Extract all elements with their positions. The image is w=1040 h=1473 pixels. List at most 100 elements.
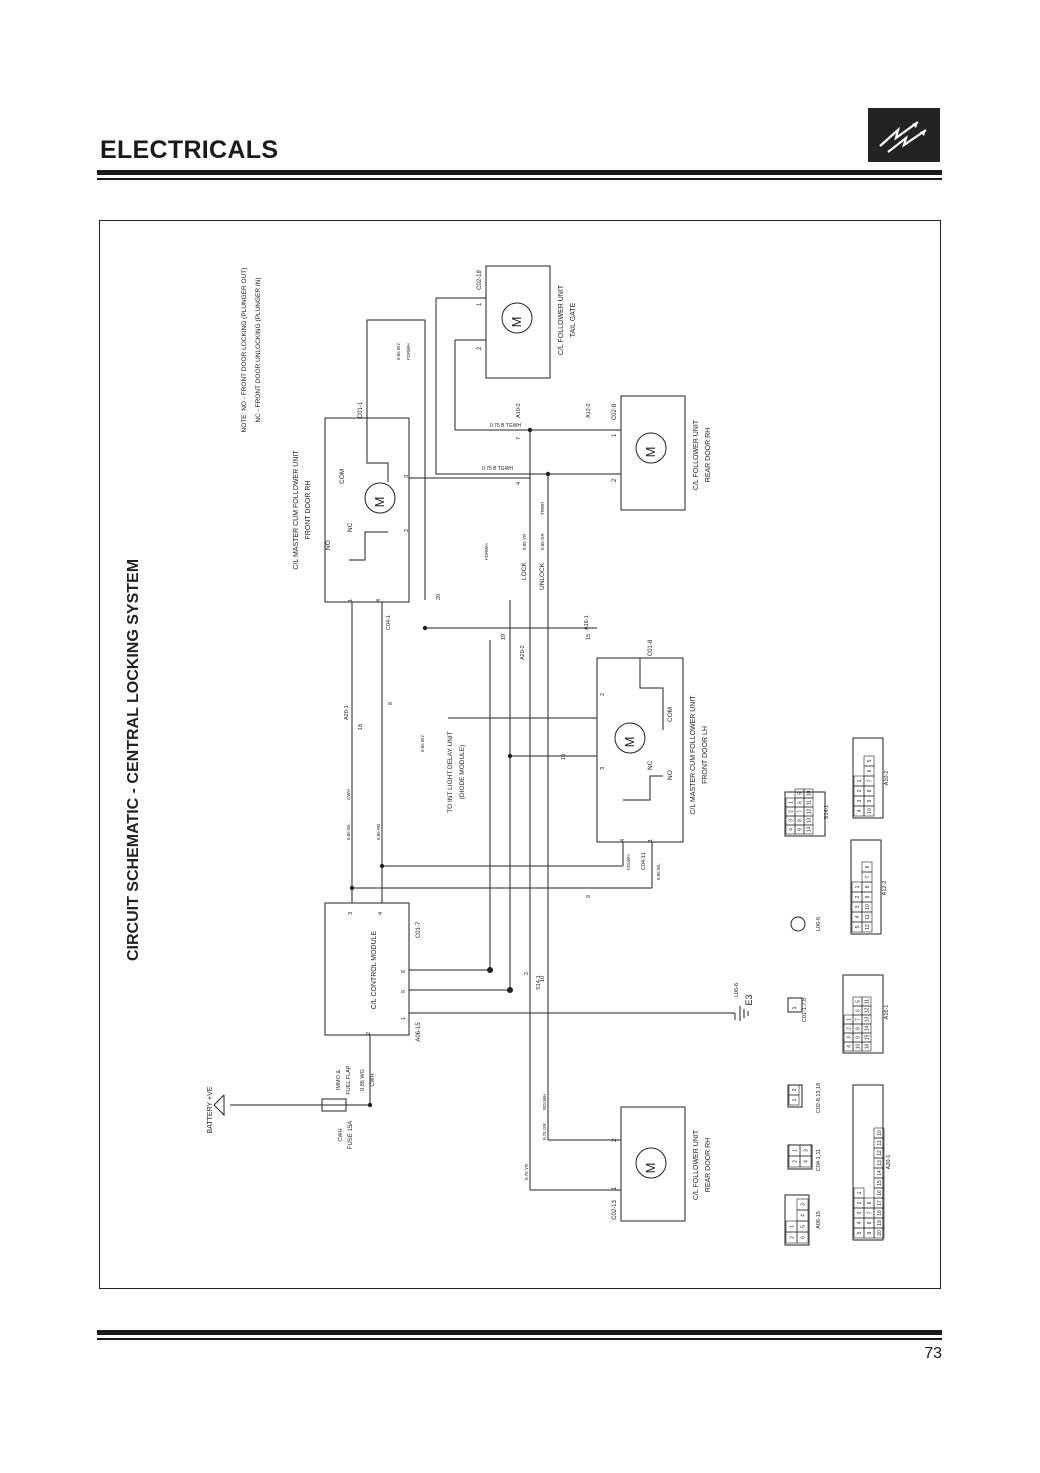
svg-text:A10-2: A10-2 [516,403,522,418]
a20-pin-number: 3 [857,1211,863,1214]
control-module-box [324,902,410,1036]
a16-pin-number: 3 [847,1036,853,1039]
svg-text:2: 2 [524,972,530,975]
rear-rh-bottom-unit-box [620,1106,686,1222]
a12-pin-number: 10 [865,904,871,910]
tail-gate-unit-box [485,265,551,379]
a10-pin-number: 10 [867,808,873,814]
a10-label: A10-2 [884,771,890,786]
c04-pin-number: 1 [793,1149,799,1152]
a06-pin-number: 6 [801,1236,807,1239]
a20-pin-number: 17 [877,1200,883,1206]
front-rh-conn: C01-1 [358,401,364,418]
s14-pin-number: 13 [807,818,813,824]
diode-module-label: TO INT LIGHT DELAY UNIT [447,731,454,812]
a10-pin-cell [863,755,875,767]
rear-rh-top-sub: REAR DOOR RH [705,428,712,482]
a12-pin-number: 4 [855,915,861,918]
lightning-logo [868,108,940,162]
s14-pin-number: 10 [807,791,813,797]
footer-rule [97,1330,942,1335]
svg-text:NC: NC [647,760,654,770]
s14-pin-number: 2 [789,810,795,813]
wire-by-fdrwh [366,319,426,600]
a06-pin-cell [796,1198,809,1211]
c01-connector [787,997,803,1013]
svg-text:A20-1: A20-1 [344,705,350,720]
svg-text:1: 1 [348,599,354,602]
a20-pin-number: 12 [877,1150,883,1156]
tail-gate-label: C/L FOLLOWER UNIT [558,284,565,355]
a10-connector [852,737,884,819]
a16-pin-number: 16 [865,1044,871,1050]
s14-pin-number: 3 [789,819,795,822]
svg-text:0.85 YR: 0.85 YR [522,533,527,550]
front-lh-motor-icon [614,722,646,754]
front-lh-switch-line [639,658,664,730]
a20-pin-number: 5 [857,1231,863,1234]
a20-pin-number: 19 [877,1220,883,1226]
c02-pin-cell [788,1084,800,1096]
tail-gate-motor-icon [501,302,533,334]
c04-pin-number: 4 [804,1160,810,1163]
svg-text:NC: NC [347,522,354,532]
c04-pin-cell [799,1144,812,1157]
a12-pin-cell [861,861,873,873]
a12-pin-number: 9 [865,895,871,898]
note-no: NOTE: NO - FRONT DOOR LOCKING (PLUNGER O… [241,268,248,433]
svg-text:M: M [643,1163,658,1174]
s14-pin-number: 6 [798,801,804,804]
rear-rh-bottom-sub: REAR DOOR RH [705,1138,712,1192]
svg-text:4: 4 [376,599,382,602]
a16-pin-number: 10 [856,1044,862,1050]
svg-text:C04-11: C04-11 [641,852,647,870]
c02-label: C02-8,13,18 [816,1083,822,1113]
control-module-conn2: A06-15 [416,1022,422,1042]
svg-text:L06-6: L06-6 [734,983,740,997]
a16-pin-number: 14 [865,1026,871,1032]
a10-pin-number: 6 [867,769,873,772]
svg-text:M: M [622,737,637,748]
svg-text:RDLWH: RDLWH [542,1094,547,1110]
rear-rh-bottom-label: C/L FOLLOWER UNIT [693,1129,700,1200]
s14-pin-number: 9 [798,828,804,831]
svg-text:M: M [509,317,524,328]
header-rule-thin [97,178,942,180]
a20-pin-number: 15 [877,1180,883,1186]
svg-text:NO: NO [325,540,332,550]
a20-pin-number: 13 [877,1160,883,1166]
svg-text:20: 20 [436,594,442,600]
a16-pin-number: 5 [856,1000,862,1003]
front-rh-motor-icon [364,482,396,514]
a12-pin-number: 3 [855,905,861,908]
control-module-conn: C01-7 [416,921,422,938]
c02-pin-number: 2 [792,1088,798,1091]
svg-text:CWH: CWH [370,1073,376,1086]
svg-text:FDRWH: FDRWH [406,343,411,360]
a20-label: A20-1 [886,1155,892,1170]
front-lh-sub: FRONT DOOR LH [702,726,709,784]
header-rule [97,170,942,175]
c02-pin-number: 1 [792,1098,798,1101]
wire-tgwh [435,298,595,475]
svg-text:3: 3 [600,767,606,770]
a16-pin-number: 2 [847,1027,853,1030]
a12-pin-number: 2 [855,895,861,898]
front-lh-label: C/L MASTER CUM FOLLOWER UNIT [690,695,697,815]
diode-module-sub: (DIODE MODULE) [459,745,466,800]
battery-icon [213,1094,225,1117]
a20-pin-number: 7 [867,1211,873,1214]
svg-text:1: 1 [612,1186,618,1190]
svg-text:19: 19 [501,634,507,640]
svg-text:2: 2 [404,529,410,532]
battery-label: BATTERY +VE [207,1086,214,1133]
a10-pin-number: 5 [867,759,873,762]
c04-pin-number: 2 [793,1160,799,1163]
a06-connector [784,1194,810,1246]
a10-pin-number: 1 [857,779,863,782]
svg-text:1: 1 [648,839,654,842]
svg-text:FUEL FLAP: FUEL FLAP [346,1065,352,1094]
a20-pin-number: 14 [877,1170,883,1176]
s14-pin-number: 14 [807,827,813,833]
a12-connector [850,839,882,935]
